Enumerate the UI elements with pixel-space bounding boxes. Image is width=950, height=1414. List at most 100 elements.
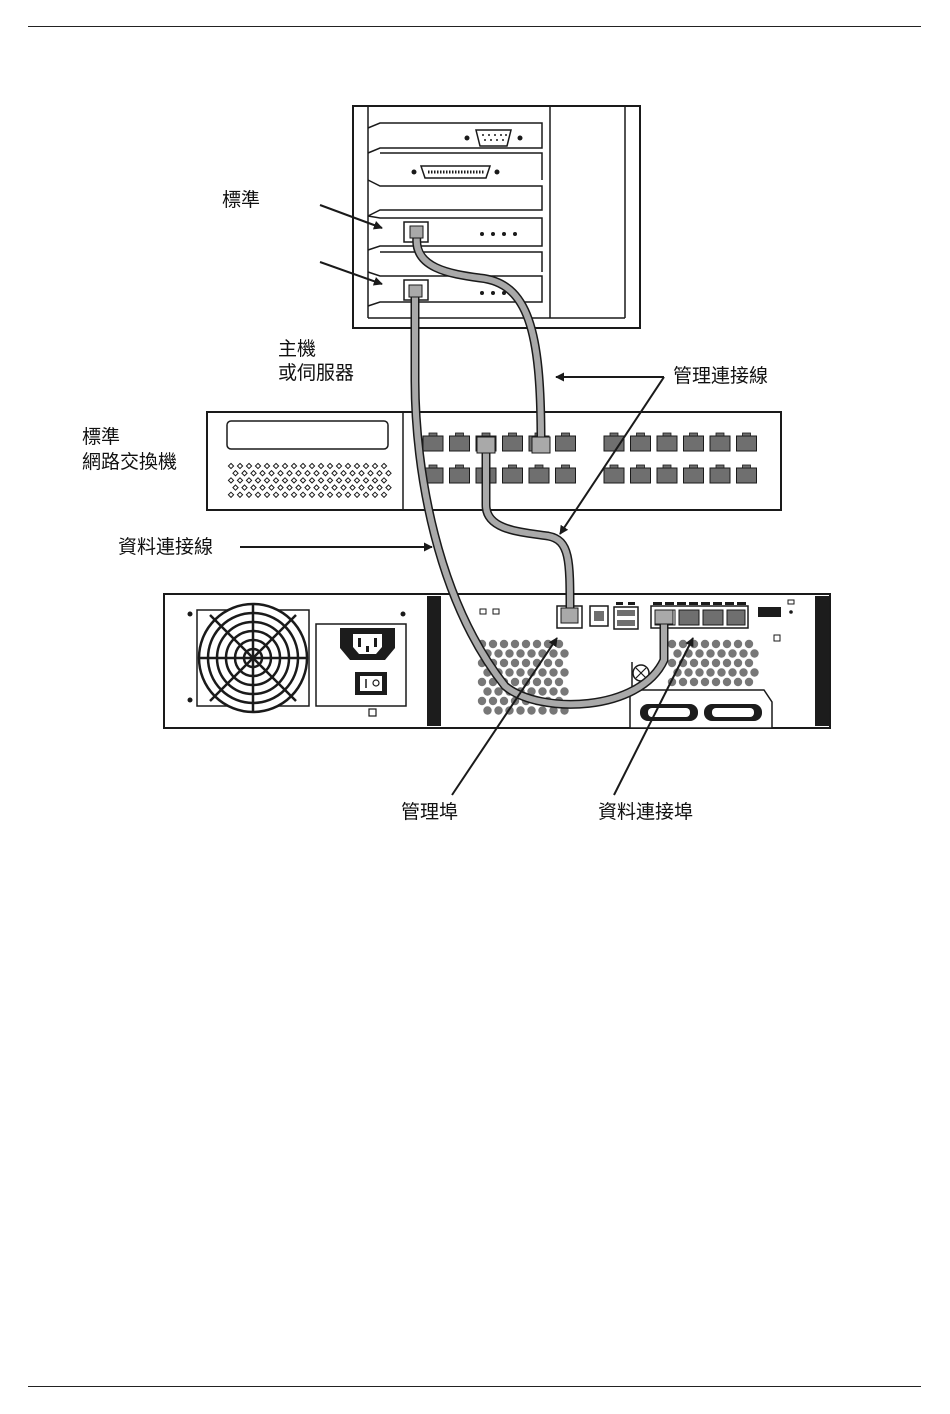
data-cable-label: 資料連接線 (118, 535, 213, 559)
vent-hole (690, 678, 698, 686)
vent-hole (478, 678, 486, 686)
vent-hole (511, 678, 519, 686)
host-label-line1: 主機 (278, 337, 316, 361)
vent-hole (668, 659, 676, 667)
vent-hole (701, 640, 709, 648)
vent-hole (500, 697, 508, 705)
switch-port-tab (743, 433, 751, 436)
vent-hole (494, 649, 502, 657)
vent-hole (728, 649, 736, 657)
vent-hole (483, 687, 491, 695)
vent-hole (706, 668, 714, 676)
vent-hole (522, 659, 530, 667)
switch-port (657, 468, 677, 483)
switch-port (710, 436, 730, 451)
switch-port (657, 436, 677, 451)
switch-label-line2: 網路交換機 (82, 450, 177, 474)
vent-hole (500, 659, 508, 667)
data-port-label: 資料連接埠 (598, 800, 693, 824)
switch-port (737, 436, 757, 451)
scsi-connector (412, 166, 500, 178)
switch-port-tab (690, 433, 698, 436)
switch-port (684, 436, 704, 451)
switch-label-plate (227, 421, 388, 449)
vent-hole (489, 640, 497, 648)
vent-hole (560, 649, 568, 657)
vent-hole (538, 706, 546, 714)
switch-port (556, 468, 576, 483)
switch-port-tab (610, 433, 618, 436)
switch-port (710, 468, 730, 483)
switch-port-tab (690, 465, 698, 468)
switch-label-line1: 標準 (82, 425, 120, 449)
vent-hole (745, 678, 753, 686)
vent-hole (489, 697, 497, 705)
vent-hole (560, 687, 568, 695)
vent-hole (516, 668, 524, 676)
vent-hole (750, 649, 758, 657)
switch-port-tab (637, 433, 645, 436)
vent-hole (734, 678, 742, 686)
vent-hole (511, 659, 519, 667)
vent-hole (527, 649, 535, 657)
vent-hole (560, 668, 568, 676)
vent-hole (483, 706, 491, 714)
vent-hole (717, 668, 725, 676)
vent-hole (538, 668, 546, 676)
switch-port-tab (482, 433, 490, 436)
mgmt-port-label: 管理埠 (401, 800, 458, 824)
vent-hole (673, 649, 681, 657)
switch-port-tab (509, 433, 517, 436)
switch-port-tab (456, 465, 464, 468)
vent-hole (516, 649, 524, 657)
vent-hole (505, 649, 513, 657)
vent-hole (739, 668, 747, 676)
vent-hole (695, 649, 703, 657)
switch-port (503, 468, 523, 483)
vent-hole (684, 668, 692, 676)
vent-hole (544, 678, 552, 686)
vent-hole (750, 668, 758, 676)
vent-hole (701, 678, 709, 686)
vent-hole (527, 706, 535, 714)
vent-hole (706, 649, 714, 657)
vent-hole (712, 678, 720, 686)
switch-port-tab (429, 465, 437, 468)
vent-hole (701, 659, 709, 667)
serial-port (590, 606, 608, 626)
vent-hole (494, 706, 502, 714)
vent-hole (712, 640, 720, 648)
switch-port (450, 436, 470, 451)
switch-port-tab (716, 465, 724, 468)
vent-hole (516, 706, 524, 714)
switch-port-tab (663, 433, 671, 436)
switch-port-tab (535, 465, 543, 468)
vent-hole (478, 697, 486, 705)
switch-port-tab (509, 465, 517, 468)
vent-hole (728, 668, 736, 676)
vent-hole (549, 649, 557, 657)
switch-port (737, 468, 757, 483)
vent-hole (668, 640, 676, 648)
switch-port (604, 468, 624, 483)
switch-port-tab (637, 465, 645, 468)
switch-port (503, 436, 523, 451)
vent-hole (555, 659, 563, 667)
vent-hole (745, 659, 753, 667)
vent-hole (717, 649, 725, 657)
switch-port (631, 468, 651, 483)
vent-hole (538, 687, 546, 695)
switch-port-tab (743, 465, 751, 468)
vent-hole (555, 678, 563, 686)
vent-hole (734, 659, 742, 667)
vent-hole (533, 640, 541, 648)
vent-hole (549, 668, 557, 676)
vent-hole (511, 640, 519, 648)
vent-hole (500, 640, 508, 648)
vent-hole (679, 678, 687, 686)
switch-port (423, 436, 443, 451)
vent-hole (679, 640, 687, 648)
vent-hole (734, 640, 742, 648)
vent-hole (544, 659, 552, 667)
